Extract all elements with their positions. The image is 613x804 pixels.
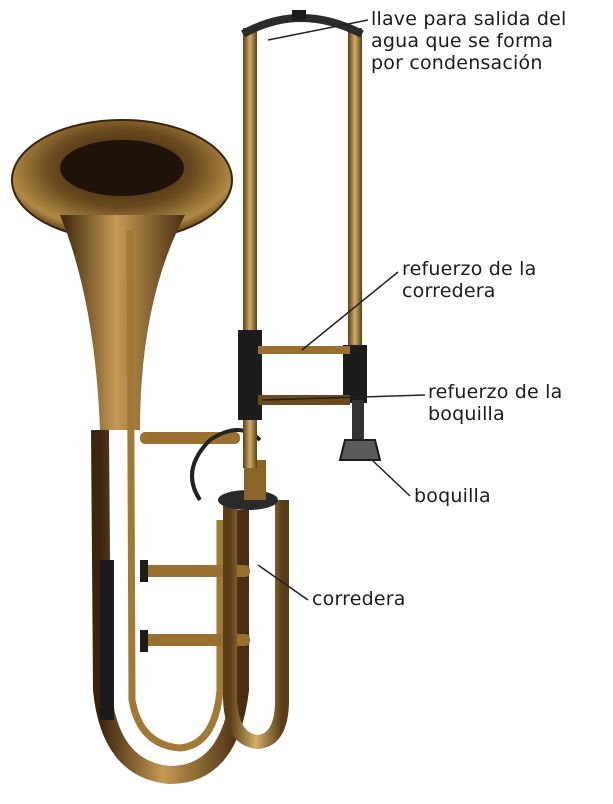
label-refuerzo-boquilla: refuerzo de la boquilla: [428, 381, 562, 425]
label-boquilla: boquilla: [414, 485, 491, 507]
leader-boquilla: [372, 460, 410, 496]
label-llave: llave para salida del agua que se forma …: [371, 8, 566, 74]
label-refuerzo-corredera: refuerzo de la corredera: [402, 258, 536, 302]
label-corredera: corredera: [312, 588, 406, 610]
mouthpiece: [340, 400, 380, 460]
corredera-tubes: [192, 430, 282, 742]
bell: [12, 120, 232, 430]
